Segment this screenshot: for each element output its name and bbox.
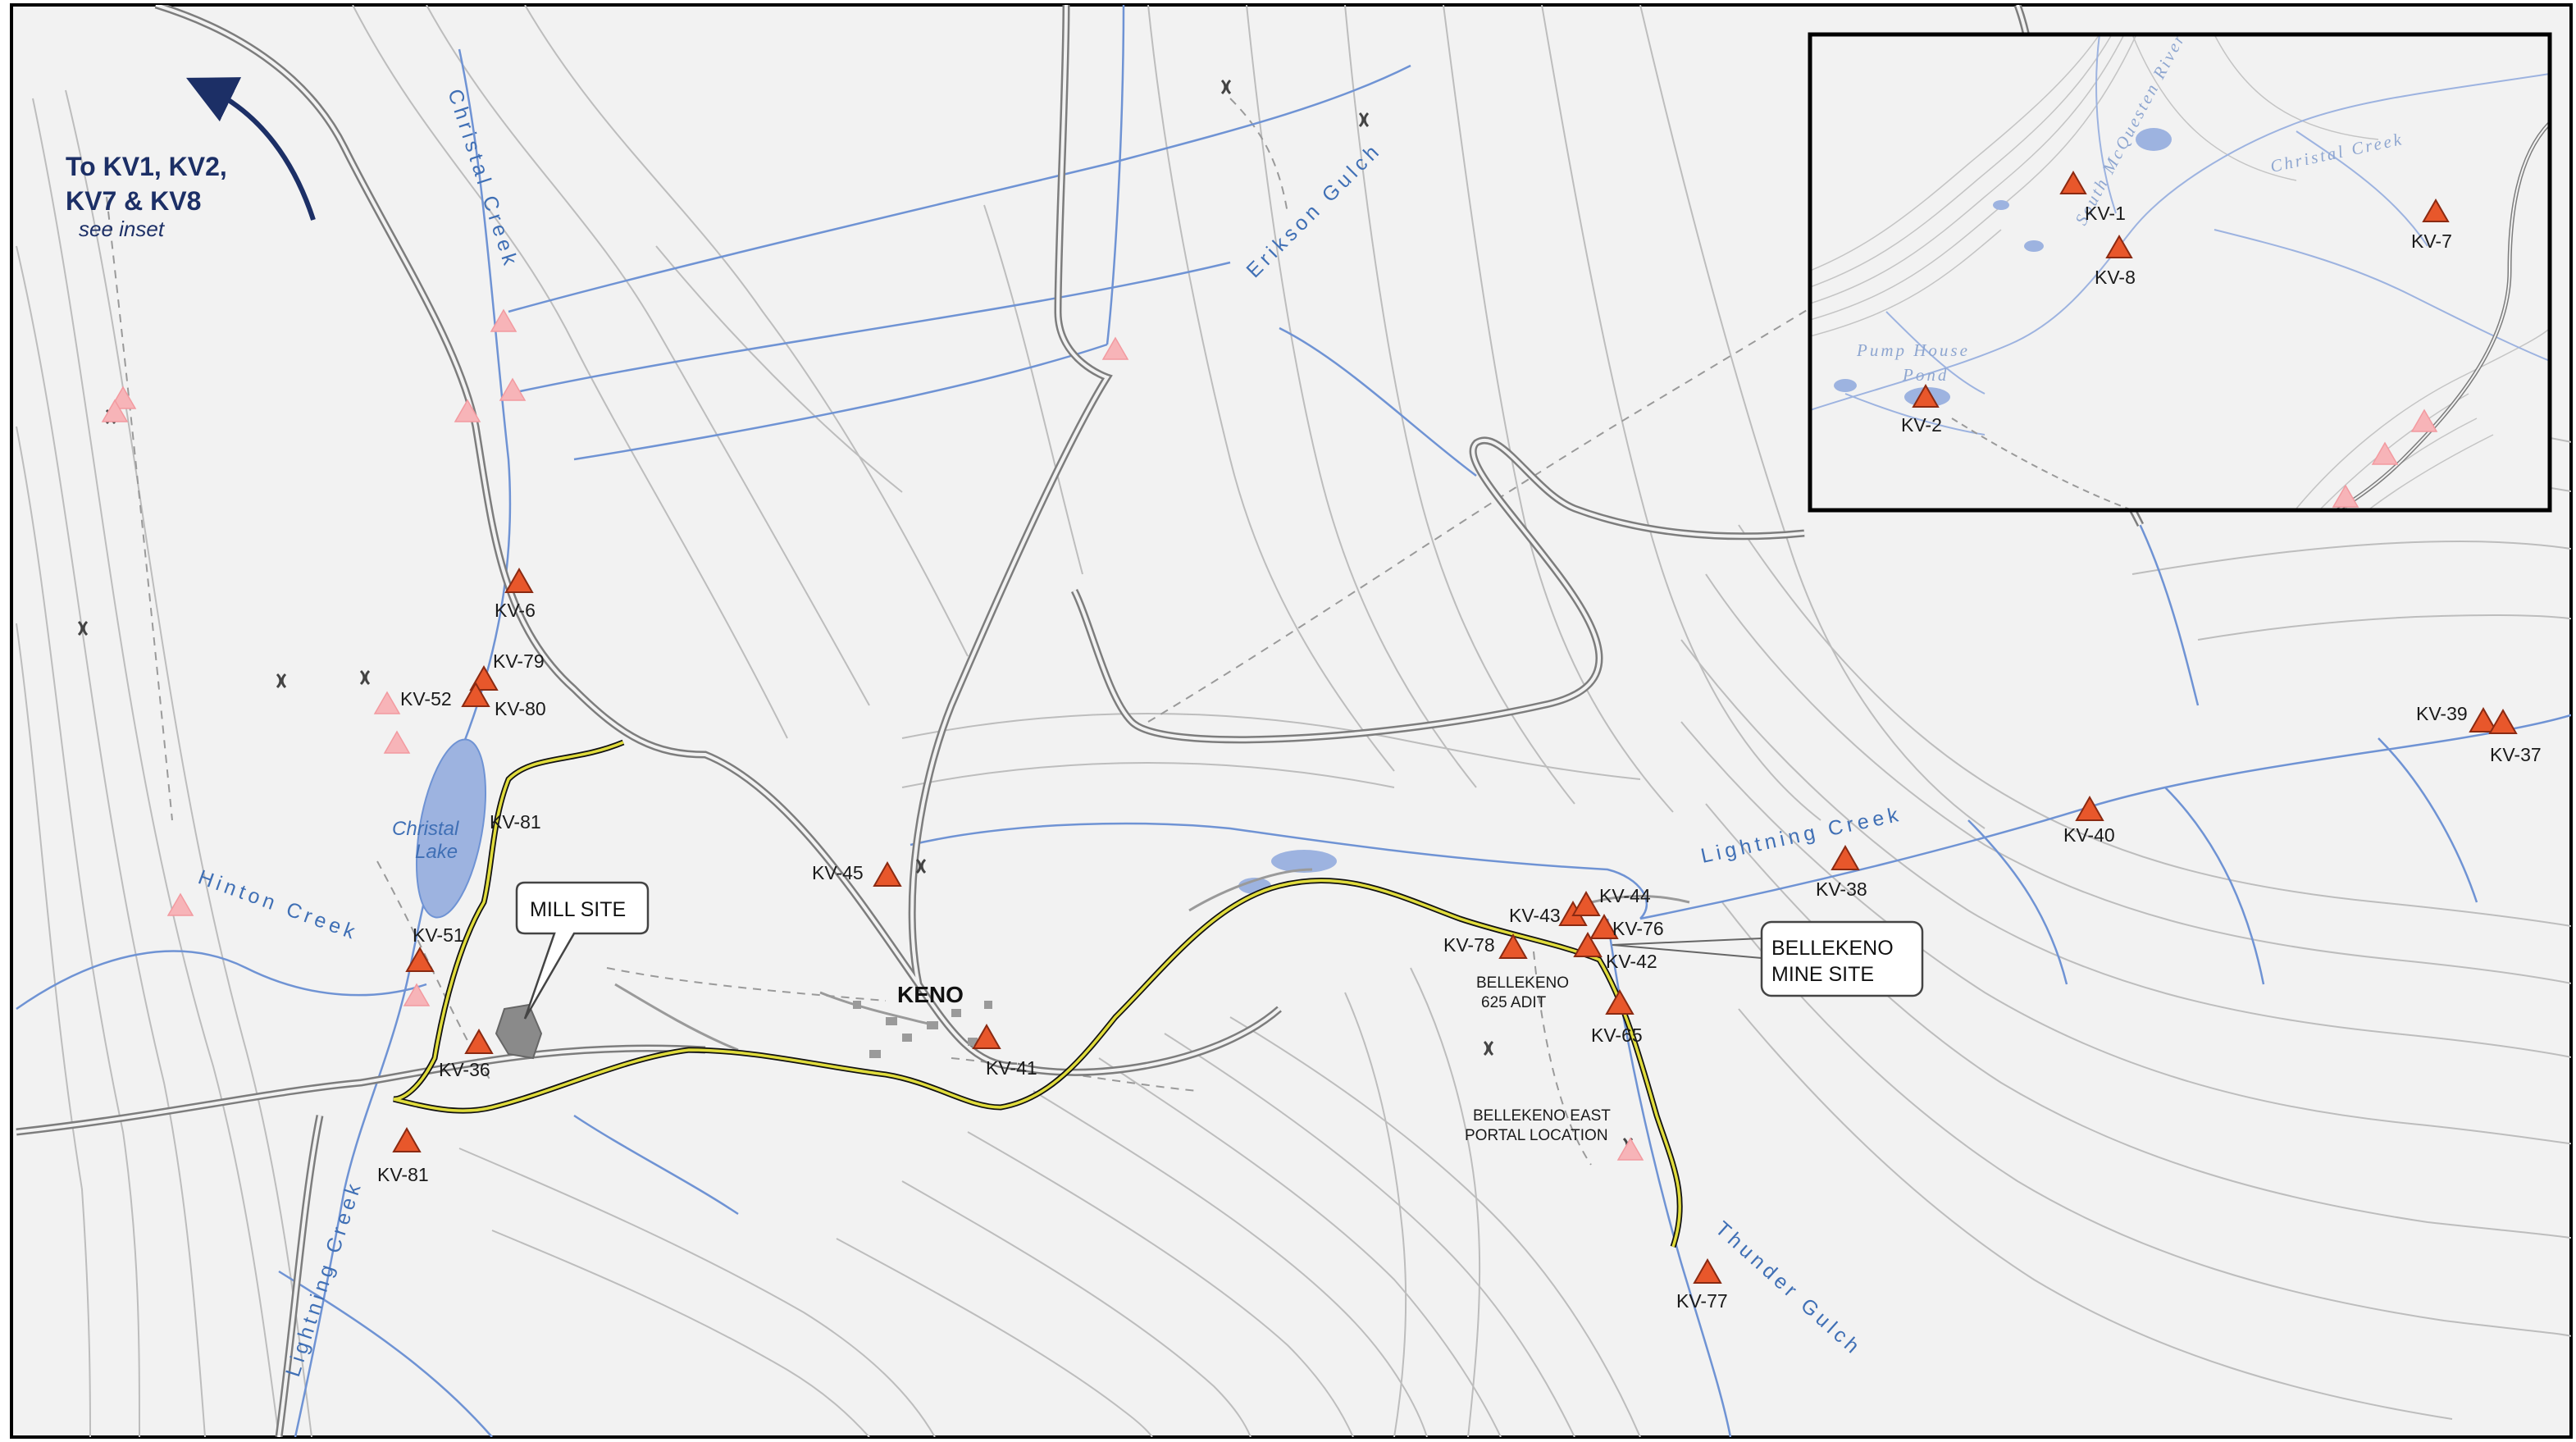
station-labels: KV-6 KV-79 KV-52 KV-80 KV-81 KV-51 KV-36… <box>377 600 2542 1312</box>
inset-station-label: KV-2 <box>1901 414 1942 436</box>
station-label: KV-76 <box>1612 918 1664 939</box>
east-portal-label-line2: PORTAL LOCATION <box>1465 1127 1608 1144</box>
station-label: KV-40 <box>2063 824 2115 846</box>
station-label: KV-80 <box>495 698 546 719</box>
mill-site-callout: MILL SITE <box>515 881 650 1020</box>
adit-label-line1: BELLEKENO <box>1476 974 1569 992</box>
mine-site-label-line1: BELLEKENO <box>1771 937 1894 960</box>
station-markers <box>392 567 2518 1284</box>
inset-station-label: KV-1 <box>2085 203 2126 224</box>
roads <box>16 5 2141 1437</box>
station-label: KV-52 <box>400 688 452 710</box>
keno-label: KENO <box>897 982 964 1007</box>
mill-site-label: MILL SITE <box>530 898 626 921</box>
christal-lake-label-line2: Lake <box>415 841 458 863</box>
inset-station-label: KV-7 <box>2411 230 2452 252</box>
station-label: KV-65 <box>1591 1024 1643 1046</box>
inset-pond-label-line1: Pump House <box>1856 340 1970 360</box>
station-label: KV-81 <box>377 1164 429 1185</box>
station-label: KV-78 <box>1443 934 1495 956</box>
inset-map: South McQuesten River Christal Creek Pum… <box>1808 32 2552 513</box>
mine-site-label-line2: MINE SITE <box>1771 963 1874 986</box>
station-label: KV-41 <box>986 1057 1037 1079</box>
east-portal-label-line1: BELLEKENO EAST <box>1473 1107 1611 1125</box>
station-label: KV-79 <box>493 650 545 672</box>
station-label: KV-37 <box>2490 744 2542 765</box>
station-label: KV-42 <box>1606 951 1657 972</box>
inset-pond-label-line2: Pond <box>1902 365 1949 385</box>
direction-arrow <box>186 77 316 221</box>
station-label: KV-36 <box>439 1059 490 1080</box>
station-label: KV-39 <box>2416 703 2468 724</box>
mine-site-callout: BELLEKENO MINE SITE <box>1612 920 1924 997</box>
station-label: KV-45 <box>812 862 864 883</box>
inset-station-label: KV-8 <box>2095 267 2136 288</box>
station-label: KV-38 <box>1816 878 1867 900</box>
direction-note-line3: see inset <box>79 217 166 241</box>
station-label: KV-6 <box>495 600 536 621</box>
station-label: KV-77 <box>1676 1290 1728 1312</box>
small-pond <box>1271 850 1337 873</box>
christal-lake-label-line1: Christal <box>392 818 459 840</box>
keno-townsite <box>853 1001 992 1058</box>
christal-lake-shape <box>415 738 487 919</box>
adit-label-line2: 625 ADIT <box>1481 994 1547 1011</box>
direction-note-line2: KV7 & KV8 <box>66 186 201 216</box>
faded-stations <box>101 308 1644 1161</box>
station-label: KV-51 <box>413 924 464 946</box>
station-label: KV-44 <box>1599 885 1651 906</box>
station-label: KV-43 <box>1509 905 1561 926</box>
station-label: KV-81 <box>490 811 541 833</box>
direction-note-line1: To KV1, KV2, <box>66 152 227 181</box>
